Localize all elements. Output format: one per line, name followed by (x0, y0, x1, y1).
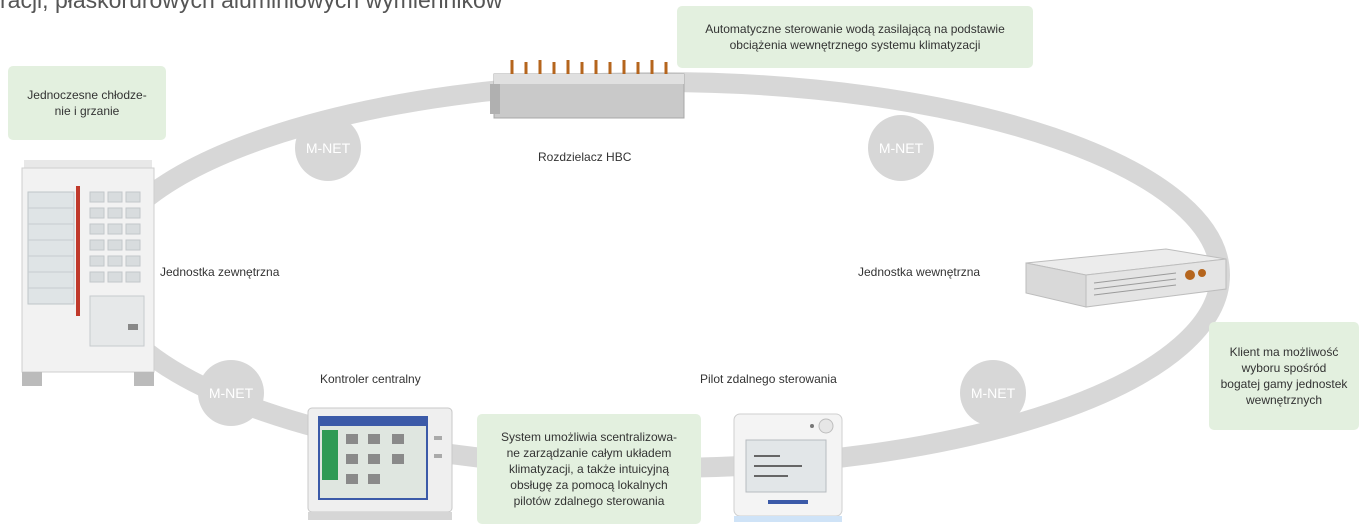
hbc-controller-icon (488, 56, 690, 126)
label-remote-controller: Pilot zdalnego sterowania (700, 372, 837, 386)
remote-controller-icon (732, 412, 844, 524)
indoor-unit-icon (1016, 243, 1228, 315)
label-indoor-unit: Jednostka wewnętrzna (858, 265, 981, 279)
mnet-node-top-right: M-NET (868, 115, 934, 181)
callout-client-choice: Klient ma możliwość wyboru spośród bogat… (1209, 322, 1359, 430)
label-central-controller: Kontroler centralny (320, 372, 421, 386)
callout-system-management: System umożliwia scentralizowa- ne zarzą… (477, 414, 701, 524)
page-header: racji, płaskorurowych aluminiowych wymie… (0, 0, 503, 13)
central-controller-icon (306, 406, 454, 522)
label-hbc-controller: Rozdzielacz HBC (538, 150, 632, 164)
callout-water-control: Automatyczne sterowanie wodą zasilającą … (677, 6, 1033, 68)
mnet-node-bottom-right: M-NET (960, 360, 1026, 426)
mnet-node-bottom-left: M-NET (198, 360, 264, 426)
outdoor-unit-icon (18, 156, 158, 388)
label-outdoor-unit: Jednostka zewnętrzna (160, 265, 280, 279)
callout-simultaneous-cooling-heating: Jednoczesne chłodze- nie i grzanie (8, 66, 166, 140)
mnet-node-top-left: M-NET (295, 115, 361, 181)
